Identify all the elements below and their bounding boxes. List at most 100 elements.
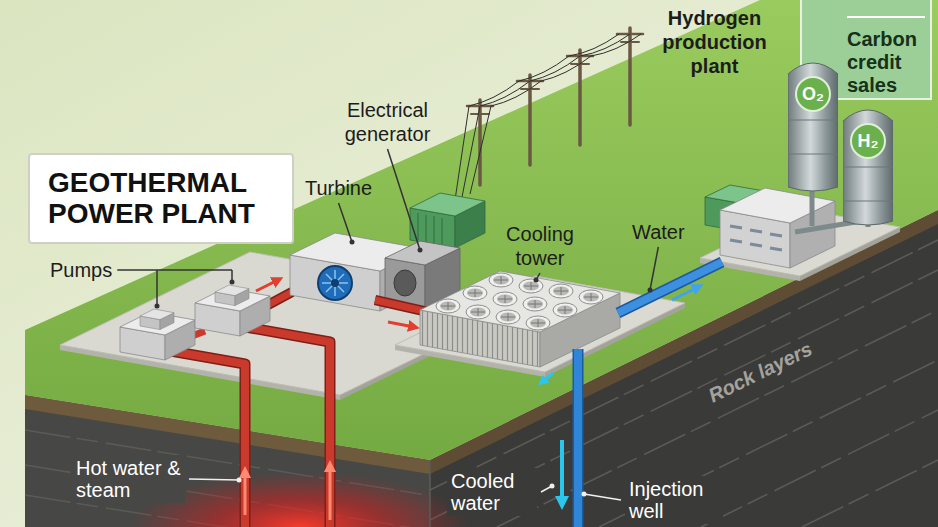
leader-dot	[350, 240, 355, 245]
cooling-tower	[579, 290, 603, 304]
rock-strata	[701, 410, 938, 527]
power-line	[471, 113, 489, 115]
hydrogen-plant	[770, 234, 782, 236]
leader-line	[189, 479, 239, 480]
gas-tank: H₂	[843, 105, 893, 227]
cooling-tower	[436, 299, 460, 313]
gas-symbol: H₂	[843, 130, 893, 152]
leader-line	[536, 273, 540, 280]
hydrogen-plant	[750, 230, 762, 232]
cooling-tower	[496, 310, 520, 324]
turbine	[322, 270, 348, 296]
hydrogen-plant	[770, 248, 782, 250]
gas-pipe	[810, 190, 815, 226]
cooling-tower	[420, 271, 620, 332]
cooled-water-pipe	[560, 440, 564, 503]
leader-dot	[418, 248, 423, 253]
transformer	[434, 216, 435, 243]
cooled-water-pipe	[672, 287, 698, 300]
leader-line	[339, 203, 352, 242]
pump	[140, 309, 174, 320]
electrical-generator	[385, 241, 460, 265]
tank-body	[843, 110, 893, 225]
turbine	[290, 233, 425, 311]
power-line	[467, 28, 643, 185]
cooled-water-pipe	[542, 262, 722, 527]
leader-line	[388, 149, 421, 250]
block-corner	[429, 460, 431, 527]
rock-strata	[802, 460, 938, 527]
flow-label: Cooled water	[447, 468, 537, 516]
cooled-water-pipe	[574, 349, 582, 527]
transformer	[426, 215, 427, 242]
tank-outline	[843, 105, 893, 227]
transformer	[442, 218, 443, 245]
cooling-tower	[549, 284, 573, 298]
leader-dot	[237, 478, 242, 483]
cooling-tower	[463, 286, 487, 300]
power-line	[455, 34, 641, 200]
pump	[215, 285, 249, 296]
leader-dot	[230, 280, 235, 285]
turbine	[331, 279, 339, 287]
cooled-water-pipe	[618, 262, 722, 313]
transformer	[410, 193, 485, 216]
tank-ring	[843, 201, 893, 202]
hydrogen-plant	[720, 188, 835, 223]
leader-line	[156, 270, 158, 306]
cooling-tower	[466, 305, 490, 319]
part-label: Electrical generator	[325, 98, 450, 146]
transformer	[410, 193, 485, 248]
cooling-tower	[489, 273, 513, 287]
diagram-title: GEOTHERMAL POWER PLANT	[48, 167, 274, 230]
flow-label: Hot water & steam	[72, 455, 185, 503]
transformer	[418, 213, 419, 240]
panel-rule	[847, 16, 925, 18]
leader-dot	[534, 278, 539, 283]
cooled-water-pipe	[573, 349, 584, 527]
flow-arrow	[329, 466, 332, 520]
hydrogen-plant	[730, 240, 742, 242]
leader-line	[231, 270, 233, 282]
power-line	[455, 28, 643, 200]
rock-strata	[599, 360, 938, 527]
gas-tank: O₂	[788, 58, 838, 193]
cooling-tower	[523, 297, 547, 311]
leader-line	[584, 494, 621, 500]
hydrogen-plant	[730, 226, 742, 228]
grass-surface	[25, 0, 938, 460]
power-line	[470, 34, 641, 194]
hot-water-pipe	[388, 322, 414, 327]
tank-ring	[788, 154, 838, 155]
tank-ring	[843, 167, 893, 168]
turbine	[326, 274, 344, 292]
hydrogen-plant	[750, 244, 762, 246]
cooling-tower	[526, 316, 550, 330]
panel-text: Carbon credit sales	[847, 28, 924, 97]
part-label: Water	[632, 220, 685, 244]
tank-outline	[788, 58, 838, 193]
part-label: Pumps	[50, 258, 112, 282]
hot-water-pipe	[165, 292, 330, 527]
leader-dot	[648, 288, 653, 293]
leader-dot	[155, 304, 160, 309]
cooling-tower	[519, 279, 543, 293]
tank-ring	[788, 120, 838, 121]
cooled-water-pipe	[542, 373, 553, 382]
hot-water-pipe	[240, 326, 330, 527]
leader-line	[117, 269, 232, 271]
hydrogen-plant	[730, 226, 782, 250]
cooling-tower	[493, 292, 517, 306]
electrical-generator	[394, 270, 416, 296]
leader-line	[650, 247, 658, 290]
part-label: Hydrogen production plant	[652, 6, 777, 78]
gas-symbol: O₂	[788, 83, 838, 105]
power-line	[455, 34, 619, 200]
tank-body	[788, 63, 838, 191]
leader-dot	[550, 484, 555, 489]
part-label: Turbine	[305, 176, 372, 200]
turbine	[326, 274, 344, 292]
part-label: Injection well	[625, 476, 723, 524]
